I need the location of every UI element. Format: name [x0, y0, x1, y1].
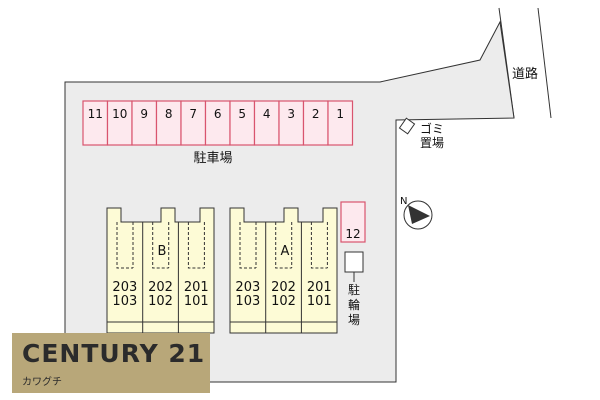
parking-space-7	[180, 100, 207, 146]
unit-number: 101	[184, 294, 209, 309]
bike-parking-marker	[344, 251, 364, 273]
parking-space-2	[302, 100, 329, 146]
garbage-area-marker	[398, 117, 416, 135]
logo-brand: CENTURY 21	[22, 339, 206, 368]
parking-space-9	[131, 100, 158, 146]
parking-space-label: 5	[238, 107, 246, 121]
unit-number: 103	[112, 294, 137, 309]
parking-space-5	[229, 100, 256, 146]
unit-number: 103	[235, 294, 260, 309]
parking-label: 駐車場	[193, 151, 232, 166]
parking-space-1	[327, 100, 354, 146]
building-name: B	[158, 244, 167, 259]
road-edge-right	[537, 7, 552, 119]
parking-space-label: 11	[88, 107, 103, 121]
parking-row: 11 10 9 8 7 6 5 4 3 2 1	[82, 100, 354, 146]
parking-space-12	[340, 201, 366, 243]
parking-space-label: 6	[214, 107, 222, 121]
unit-number: 202	[148, 280, 173, 295]
unit-number: 203	[235, 280, 260, 295]
unit-number: 203	[112, 280, 137, 295]
parking-space-label: 10	[112, 107, 127, 121]
unit-number: 102	[271, 294, 296, 309]
century21-logo: CENTURY 21 カワグチ	[12, 333, 210, 393]
north-compass-icon: N	[400, 196, 433, 230]
buildings: B 203 202 201 103 102 101 A 203 202 201 103 102 101	[106, 207, 338, 334]
unit-number: 101	[307, 294, 332, 309]
parking-space-3	[278, 100, 305, 146]
garbage-label: ゴミ置場	[420, 121, 444, 150]
parking-space-6	[204, 100, 231, 146]
unit-number: 201	[184, 280, 209, 295]
parking-space-label: 7	[189, 107, 197, 121]
parking-space-11	[82, 100, 109, 146]
bike-parking-label: 駐輪場	[348, 282, 360, 327]
building-B: B 203 202 201 103 102 101	[106, 207, 215, 334]
unit-number: 102	[148, 294, 173, 309]
parking-space-label: 9	[140, 107, 148, 121]
unit-number: 201	[307, 280, 332, 295]
road-label: 道路	[512, 66, 538, 82]
building-name: A	[281, 244, 290, 259]
building-A: A 203 202 201 103 102 101	[229, 207, 338, 334]
parking-space-label: 3	[287, 107, 295, 121]
logo-sub: カワグチ	[22, 377, 62, 388]
parking-space-label: 2	[312, 107, 320, 121]
parking-space-label: 8	[165, 107, 173, 121]
parking-space-4	[253, 100, 280, 146]
unit-number: 202	[271, 280, 296, 295]
parking-space-12-label: 12	[345, 227, 360, 241]
parking-space-label: 1	[336, 107, 344, 121]
north-label: N	[400, 196, 407, 207]
parking-space-label: 4	[263, 107, 271, 121]
